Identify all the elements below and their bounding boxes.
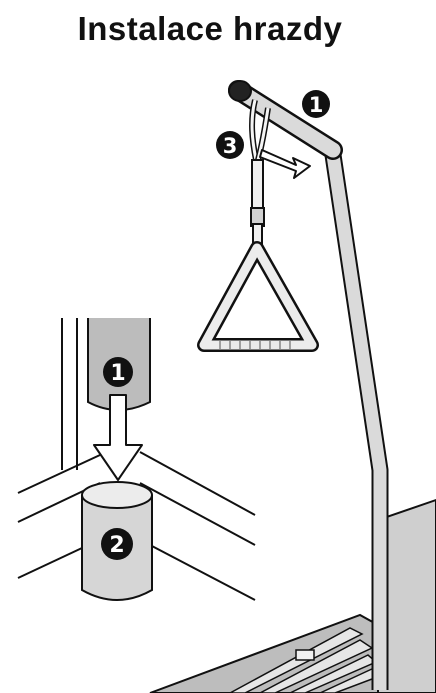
- slide-arrow: [260, 150, 310, 178]
- callout-3: 3: [216, 131, 244, 159]
- detail-inset: 1 2: [18, 318, 255, 600]
- bed-frame: [150, 500, 436, 693]
- callout-1-detail-label: 1: [110, 361, 125, 386]
- callout-1-top-label: 1: [309, 93, 324, 117]
- callout-1-top: 1: [302, 90, 330, 118]
- callout-3-label: 3: [223, 134, 238, 158]
- callout-2-detail-label: 2: [109, 533, 124, 558]
